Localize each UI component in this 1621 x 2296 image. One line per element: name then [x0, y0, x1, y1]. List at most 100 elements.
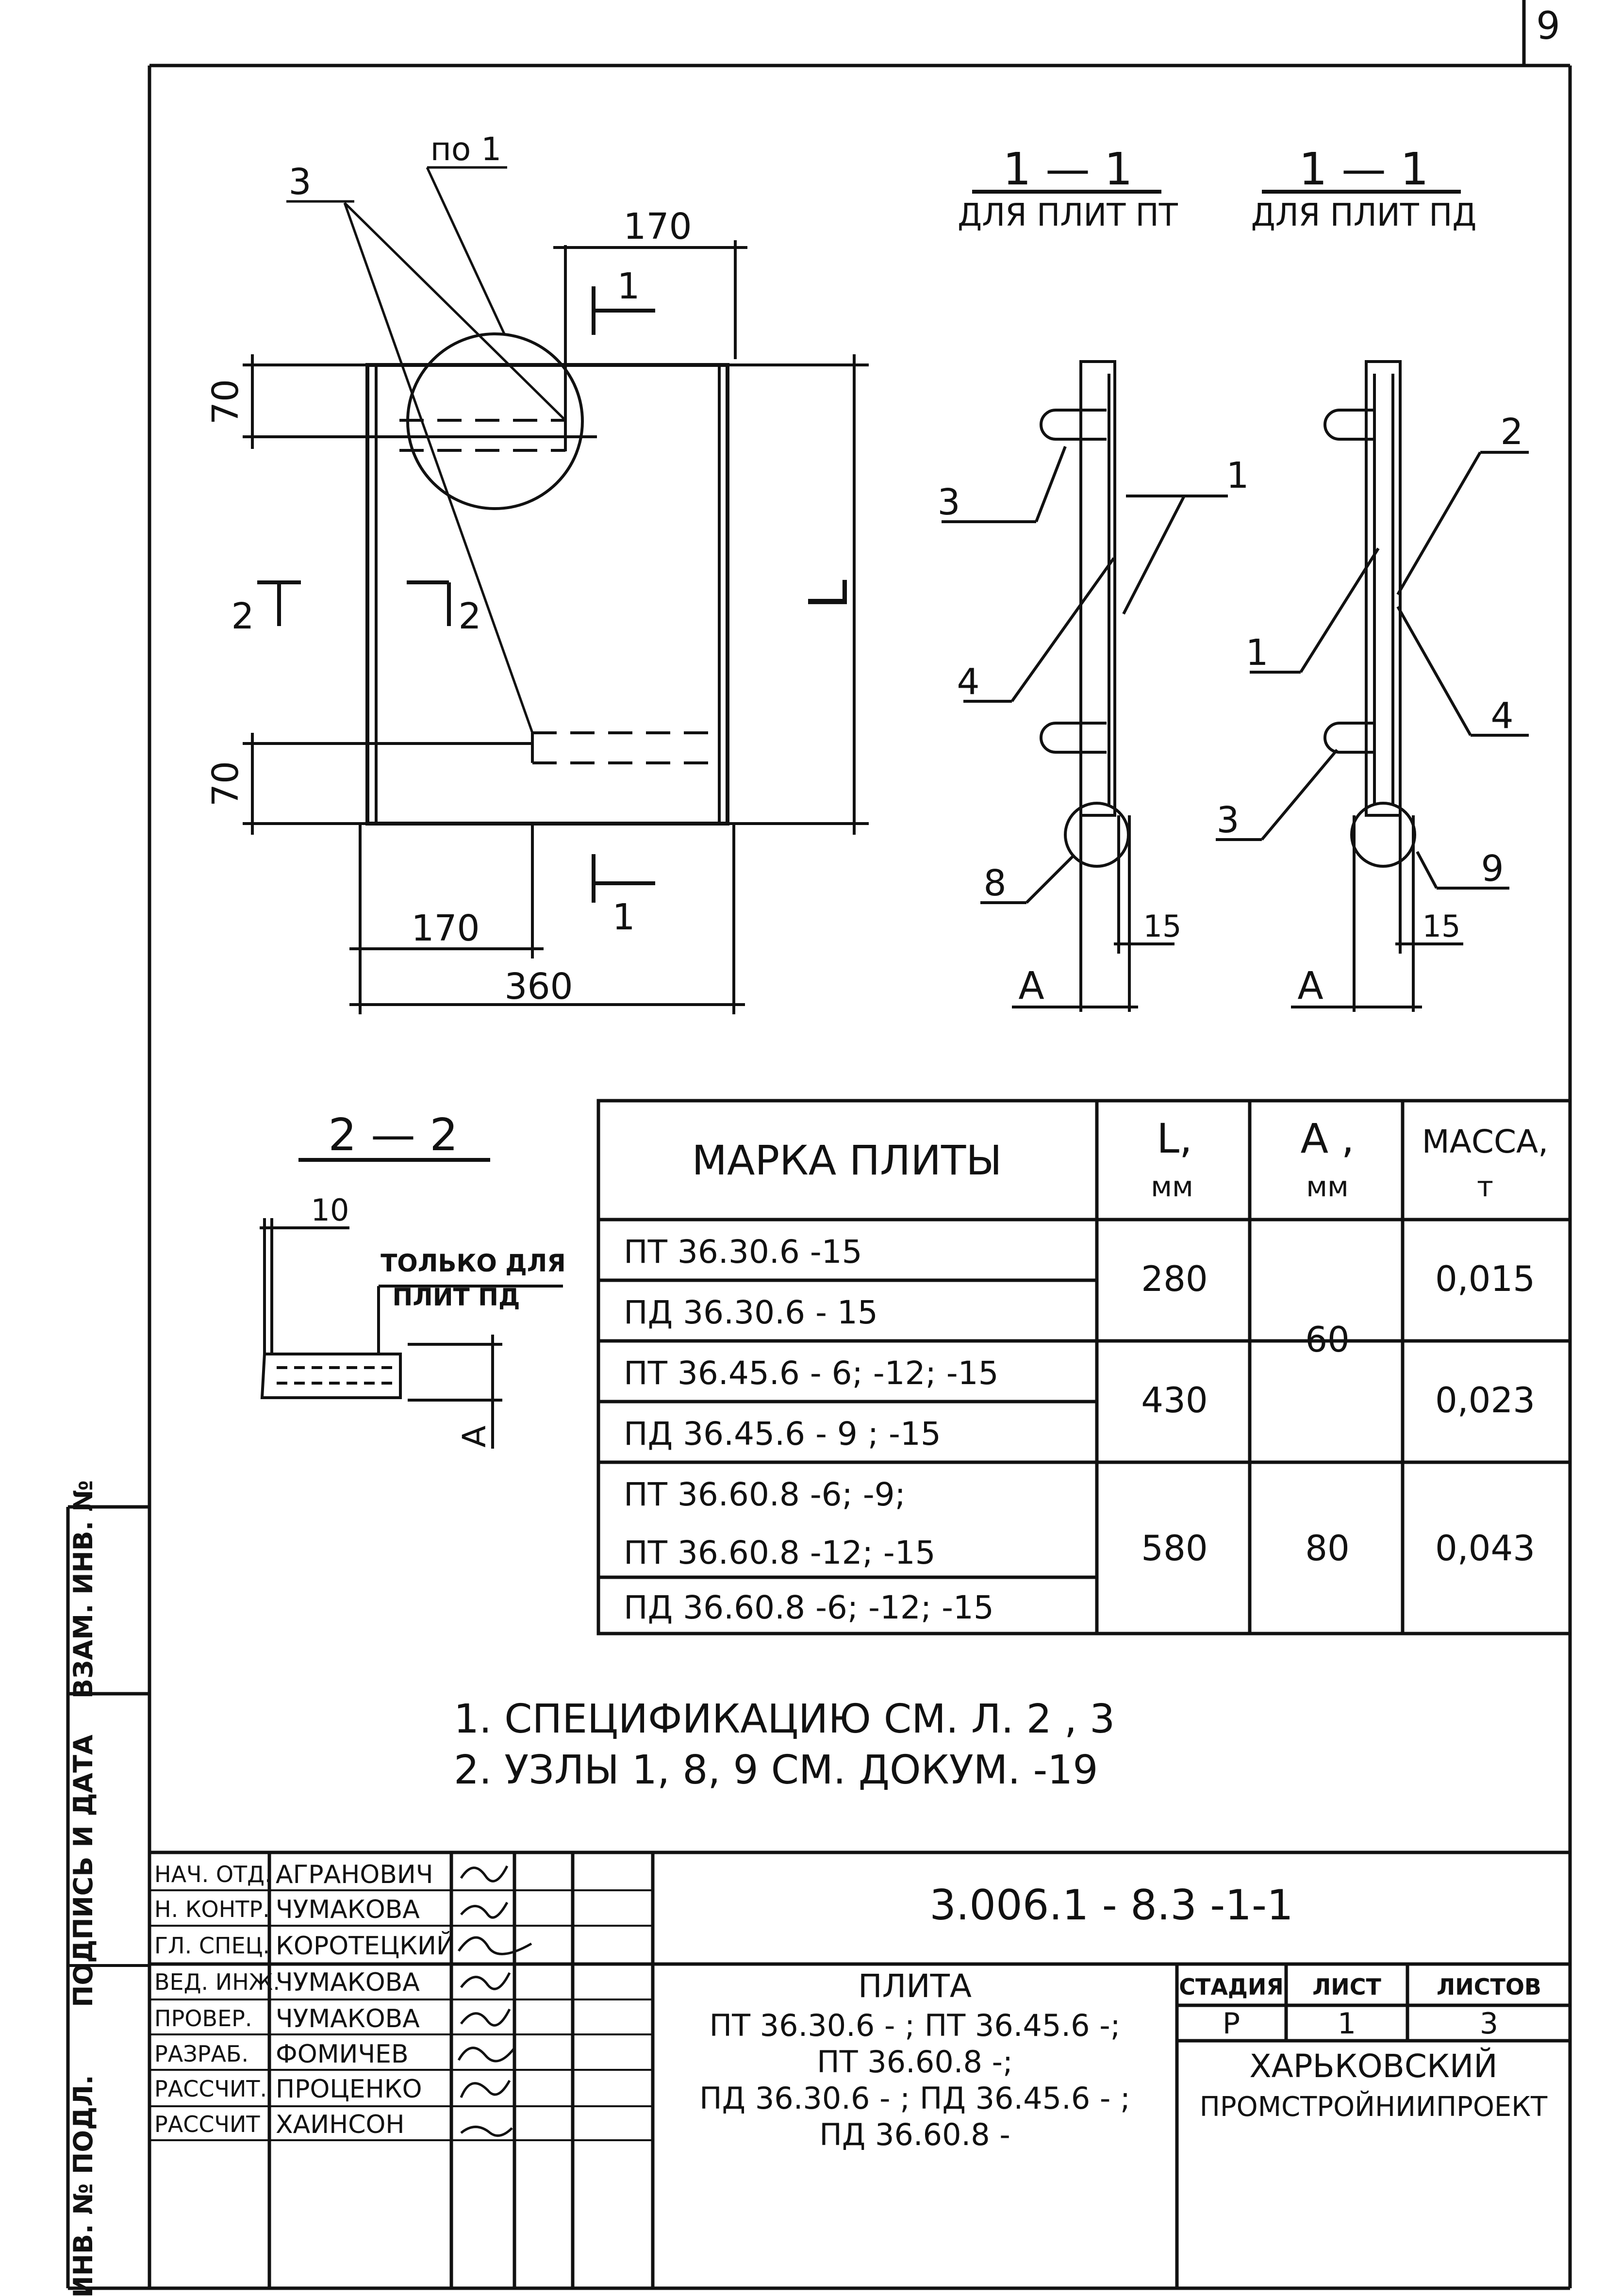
- sheets-header: ЛИСТОВ: [1437, 1974, 1541, 2000]
- title-block-role: Н. КОНТР.: [154, 1896, 270, 1922]
- plan-view: [243, 166, 869, 1014]
- plan-dim-bottom-inner: 170: [411, 908, 480, 949]
- section-pd-dim-a: А: [1297, 964, 1323, 1008]
- signature-mark: [460, 2126, 513, 2137]
- section-pd-label-1: 1: [1245, 632, 1268, 674]
- detail-circle-po1: [406, 332, 584, 510]
- table-cell-l: 430: [1141, 1380, 1207, 1421]
- product-line: ПТ 36.30.6 - ; ПТ 36.45.6 -;: [709, 2008, 1120, 2043]
- signature-mark: [460, 2008, 511, 2027]
- title-block-role: ПРОВЕР.: [154, 2005, 252, 2032]
- signatures: [457, 1865, 532, 2137]
- section-pt-label-4: 4: [957, 661, 979, 703]
- section-pt-dim-a: А: [1018, 964, 1044, 1008]
- side-stamp-inv-podl: ИНВ. № ПОДЛ.: [68, 2075, 99, 2296]
- section-pd-dim-15: 15: [1423, 908, 1461, 944]
- section-pt-label-8: 8: [983, 862, 1006, 904]
- section-pd-loop-top: [1323, 409, 1373, 441]
- signature-mark: [460, 2080, 511, 2098]
- stage-header: СТАДИЯ: [1179, 1974, 1284, 2000]
- plan-slab-outline: [365, 363, 729, 826]
- plan-leader-3: 3: [288, 161, 311, 203]
- signature-mark: [460, 1972, 511, 1990]
- org-line1: ХАРЬКОВСКИЙ: [1249, 2047, 1497, 2085]
- plan-cut-1-top: 1: [617, 265, 640, 307]
- sheet-value: 1: [1338, 2007, 1356, 2041]
- plan-dim-side-bottom: 70: [205, 761, 247, 807]
- section-pd: [1216, 190, 1529, 1012]
- note-line: 1. СПЕЦИФИКАЦИЮ СМ. Л. 2 , 3: [454, 1696, 1115, 1742]
- side-stamp-vzam: ВЗАМ. ИНВ. №: [68, 1480, 99, 1699]
- title-block-name: ЧУМАКОВА: [276, 1968, 420, 1997]
- table-header-l-unit: мм: [1151, 1170, 1193, 1203]
- section-pd-label-9: 9: [1481, 848, 1504, 890]
- section-pd-slab: [1365, 360, 1402, 817]
- title-block-name: ЧУМАКОВА: [276, 1895, 420, 1924]
- table-header-a-unit: мм: [1306, 1170, 1349, 1203]
- side-stamp: ИНВ. № ПОДЛ. ПОДПИСЬ И ДАТА ВЗАМ. ИНВ. №: [68, 1480, 149, 2296]
- table-row-mark: ПТ 36.30.6 -15: [624, 1233, 862, 1271]
- plan-dim-bottom-total: 360: [504, 966, 573, 1008]
- section-22-title: 2 — 2: [328, 1109, 458, 1161]
- section-22-slab: [260, 1353, 402, 1399]
- plan-cut-2-left: 2: [231, 595, 254, 637]
- title-block-role: РАЗРАБ.: [154, 2041, 248, 2067]
- table-row-mark: ПТ 36.45.6 - 6; -12; -15: [624, 1354, 999, 1392]
- title-block-name: ЧУМАКОВА: [276, 2004, 420, 2033]
- plan-view-labels: 170 170 360 70 70 L 3 по 1 1 1 2 2: [205, 131, 860, 1008]
- section-pt-dim-15: 15: [1143, 908, 1182, 944]
- note-line: 2. УЗЛЫ 1, 8, 9 СМ. ДОКУМ. -19: [454, 1747, 1098, 1793]
- table-cell-l: 580: [1141, 1528, 1207, 1569]
- section-pt-label-1: 1: [1226, 455, 1249, 496]
- section-pd-label-4: 4: [1490, 695, 1513, 737]
- designation: 3.006.1 - 8.3 -1-1: [929, 1881, 1293, 1930]
- section-pt-subtitle: ДЛЯ ПЛИТ ПТ: [958, 198, 1178, 233]
- table-header-l: L,: [1157, 1115, 1192, 1162]
- section-pd-label-3: 3: [1216, 799, 1239, 841]
- plan-cut-2-right: 2: [458, 595, 481, 637]
- table-cell-a: 80: [1305, 1528, 1350, 1569]
- signature-mark: [457, 2047, 515, 2063]
- section-pt-labels: 1 — 1 ДЛЯ ПЛИТ ПТ 1 3 4 8 15 А: [937, 143, 1249, 1008]
- signature-mark: [460, 1901, 509, 1919]
- side-stamp-podpis: ПОДПИСЬ И ДАТА: [68, 1734, 99, 2007]
- table-row-mark: ПТ 36.60.8 -6; -9;: [624, 1476, 906, 1513]
- product-line: ПД 36.30.6 - ; ПД 36.45.6 - ;: [699, 2081, 1130, 2116]
- sheets-value: 3: [1480, 2007, 1498, 2041]
- table-header-a: А ,: [1301, 1115, 1355, 1162]
- title-block-roles: НАЧ. ОТД. Н. КОНТР. ГЛ. СПЕЦ. ВЕД. ИНЖ. …: [154, 1861, 280, 2137]
- section-pt: [942, 190, 1228, 1012]
- table-row-mark: ПД 36.45.6 - 9 ; -15: [624, 1415, 941, 1453]
- title-block-role: РАССЧИТ.: [154, 2076, 267, 2102]
- section-22-note-line1: ТОЛЬКО ДЛЯ: [380, 1249, 566, 1277]
- table-row-mark: ПД 36.60.8 -6; -12; -15: [624, 1589, 994, 1626]
- section-22-note-line2: ПЛИТ ПД: [392, 1283, 520, 1311]
- title-block: [149, 1850, 1570, 2288]
- plan-dim-top: 170: [623, 206, 692, 248]
- table-cell-mass: 0,015: [1435, 1258, 1535, 1299]
- section-pt-title: 1 — 1: [1003, 143, 1133, 195]
- title-block-name: АГРАНОВИЧ: [276, 1860, 433, 1889]
- table-cell-l: 280: [1141, 1258, 1207, 1299]
- title-block-role: ВЕД. ИНЖ.: [154, 1969, 280, 1995]
- plan-dim-length: L: [797, 579, 860, 609]
- title-block-role: РАССЧИТ: [154, 2111, 260, 2137]
- product-line: ПД 36.60.8 -: [819, 2117, 1010, 2152]
- signature-mark: [460, 1865, 509, 1883]
- table-header-mass-unit: т: [1477, 1170, 1493, 1203]
- stage-value: Р: [1223, 2007, 1240, 2041]
- plan-dim-side-top: 70: [205, 379, 247, 425]
- section-pd-labels: 1 — 1 ДЛЯ ПЛИТ ПД 2 1 4 3 9 15 А: [1216, 143, 1523, 1008]
- section-pd-detail-circle-9: [1350, 802, 1416, 868]
- product-line: ПТ 36.60.8 -;: [817, 2044, 1013, 2080]
- product-title: ПЛИТА: [858, 1967, 972, 2005]
- signature-mark: [457, 1936, 532, 1955]
- title-block-name: ПРОЦЕНКО: [276, 2075, 422, 2104]
- table-cell-a: 60: [1305, 1319, 1350, 1360]
- section-22-labels: 2 — 2 10 ТОЛЬКО ДЛЯ ПЛИТ ПД А: [311, 1109, 566, 1448]
- spec-table-content: МАРКА ПЛИТЫ L, мм А , мм МАССА, т ПТ 36.…: [624, 1115, 1548, 1626]
- sheet-header: ЛИСТ: [1312, 1974, 1381, 2000]
- title-block-name: ХАИНСОН: [276, 2110, 405, 2139]
- spec-table: [596, 1099, 1572, 1635]
